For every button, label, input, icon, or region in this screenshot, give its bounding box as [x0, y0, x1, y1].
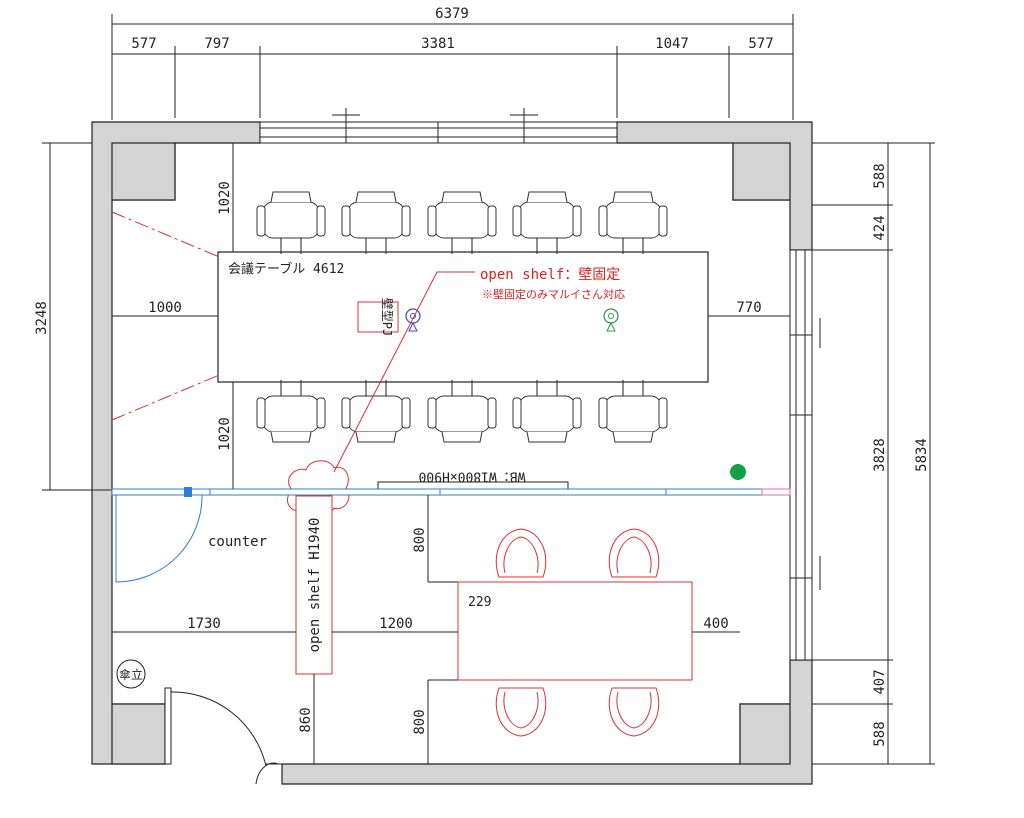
corner-column-right	[732, 142, 791, 201]
open-shelf-label: open shelf H1940	[307, 518, 323, 653]
chair-lower-1	[256, 380, 326, 443]
dim-left-upper: 1020	[217, 181, 233, 215]
chairs-lower-row	[256, 380, 668, 443]
right-window	[789, 249, 821, 661]
dim-lower-right: 400	[703, 616, 728, 632]
projector-icon	[357, 301, 399, 333]
dim-right-3: 3828	[872, 438, 888, 472]
conference-table: 会議テーブル 4612 壁型PJ	[217, 251, 709, 383]
dim-table-right-gap: 770	[736, 300, 761, 316]
dim-top-2: 797	[204, 36, 229, 52]
glass-partition	[111, 487, 791, 583]
chairs-upper-row	[256, 191, 668, 254]
chair-lower-5	[598, 380, 668, 443]
green-marker	[730, 464, 746, 480]
corner-column-bottom-left	[111, 703, 166, 765]
red-chair-1	[495, 528, 547, 578]
open-shelf-annotation: open shelf：壁固定 ※壁固定のみマルイさん対応	[287, 267, 625, 517]
partition-end-cap	[761, 488, 791, 496]
dim-right-overall: 5834	[914, 438, 930, 472]
counter-label: counter	[208, 534, 267, 550]
open-shelf-subnote: ※壁固定のみマルイさん対応	[482, 287, 625, 301]
walls	[91, 121, 813, 785]
umbrella-stand: 傘立	[116, 659, 146, 689]
chair-upper-2	[341, 191, 411, 254]
whiteboard-label: WB：W1800×H900	[419, 469, 526, 484]
whiteboard: WB：W1800×H900	[377, 469, 569, 491]
open-shelf-note: open shelf：壁固定	[480, 267, 620, 283]
partition-door-swing	[115, 494, 203, 583]
small-table-label: 229	[468, 595, 491, 610]
corner-column-left	[111, 142, 176, 201]
red-chair-3	[495, 687, 547, 737]
left-dimensions: 3248 1020 1020 1000 770	[34, 142, 790, 491]
dim-lower-left: 1730	[187, 616, 221, 632]
dim-table-left-gap: 1000	[148, 300, 182, 316]
dim-lower-top-gap: 800	[412, 527, 428, 552]
chair-lower-2	[341, 380, 411, 443]
lower-dimensions: 1730 1200 400 800 800 860	[112, 495, 740, 764]
projector-label: 壁型PJ	[380, 298, 395, 336]
red-chair-2	[608, 528, 660, 578]
chair-upper-4	[512, 191, 582, 254]
chair-upper-5	[598, 191, 668, 254]
dim-top-3: 3381	[421, 36, 455, 52]
small-meeting-table: 229	[457, 581, 693, 681]
dim-left-lower: 1020	[217, 417, 233, 451]
dim-overall-width: 6379	[435, 6, 469, 22]
microphone-icon-green	[603, 308, 619, 332]
dim-top-5: 577	[748, 36, 773, 52]
red-chairs	[495, 528, 660, 737]
right-dimensions: 588 424 3828 407 588 5834	[812, 142, 935, 765]
open-shelf: open shelf H1940	[295, 495, 333, 675]
dim-lower-bottom-gap: 800	[412, 709, 428, 734]
chair-lower-4	[512, 380, 582, 443]
entrance-door	[164, 687, 282, 785]
dim-top-4: 1047	[655, 36, 689, 52]
door-latch	[184, 487, 192, 497]
red-chair-4	[608, 687, 660, 737]
dim-right-5: 588	[872, 721, 888, 746]
conference-table-label: 会議テーブル 4612	[228, 261, 344, 277]
top-dimensions: 6379 577 797 3381 1047 577	[111, 6, 794, 120]
dim-left-overall: 3248	[34, 301, 50, 335]
chair-upper-1	[256, 191, 326, 254]
dim-top-1: 577	[131, 36, 156, 52]
top-window	[259, 108, 618, 144]
umbrella-stand-label: 傘立	[119, 667, 143, 682]
dim-lower-mid: 1200	[379, 616, 413, 632]
dim-right-4: 407	[872, 669, 888, 694]
dim-shelf-bottom-gap: 860	[298, 707, 314, 732]
chair-lower-3	[427, 380, 497, 443]
dim-right-2: 424	[872, 215, 888, 240]
chair-upper-3	[427, 191, 497, 254]
dim-right-1: 588	[872, 163, 888, 188]
corner-column-bottom-right	[739, 703, 791, 765]
